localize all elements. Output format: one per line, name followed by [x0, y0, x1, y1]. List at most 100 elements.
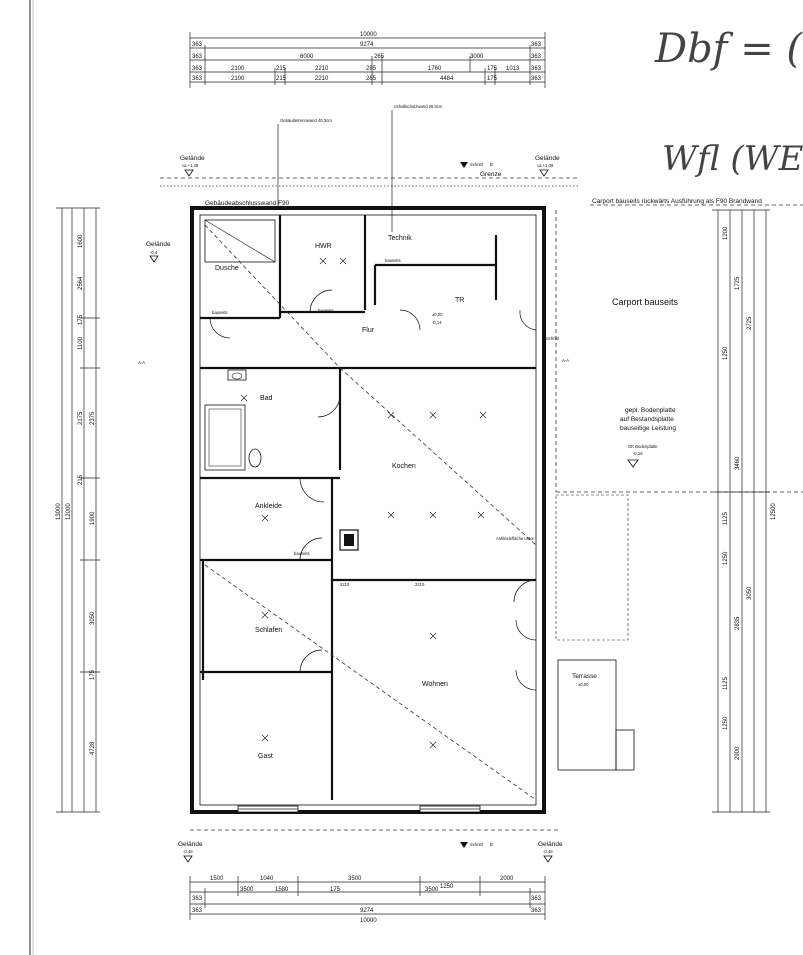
value-gelaende-bottom-right: -0,48 [543, 849, 553, 854]
dim-top-row3-c: 2210 [315, 76, 329, 82]
interior-walls [200, 215, 536, 800]
dim-inner-2210b: 2210 [415, 582, 425, 587]
dim-left-seg-8: 3050 [90, 611, 96, 625]
dim-right-seg-8: 3050 [747, 586, 753, 600]
dim-right-seg-2: 2725 [747, 316, 753, 330]
diagonal-line-2 [204, 564, 537, 801]
building-outline [190, 206, 546, 814]
note-bauseits-1: bauseits [212, 310, 228, 315]
dim-right-seg-7: 2835 [735, 616, 741, 630]
dim-left-seg-10: 4728 [90, 741, 96, 755]
dim-top-end-right: 363 [531, 42, 542, 48]
dim-right-seg-10: 1250 [723, 716, 729, 730]
dim-left-seg-6: 1900 [90, 511, 96, 525]
label-gelaende-bottom-right: Gelände [538, 841, 563, 848]
dim-right-seg-4: 3460 [735, 456, 741, 470]
level-flur: -0,14 [432, 320, 442, 325]
dim-right-seg-6: 1250 [723, 551, 729, 565]
label-f90-wall: Gebäudeabschlusswand F90 [205, 200, 290, 207]
dim-top-end-right-4: 363 [531, 76, 542, 82]
dim-top-end-left: 363 [192, 42, 203, 48]
label-schnitt-b-bottom-id: B [490, 842, 493, 847]
dim-bottom-row1-a: 1500 [210, 876, 224, 882]
dim-right-seg-9: 1125 [723, 676, 729, 690]
label-bodenplatte-1: gepl. Bodenplatte [625, 407, 676, 414]
dim-top-row2-c: 2210 [315, 66, 329, 72]
label-schnitt-b-top: Schnitt [470, 162, 484, 167]
value-gelaende-left: -0,4 [150, 250, 158, 255]
level-tr: ±0,00 [432, 312, 443, 317]
dim-top-row2-g: 1013 [506, 66, 520, 72]
site-notes-bottom: Gelände -0,48 Gelände -0,48 Schnitt B [178, 829, 563, 863]
room-label-gast: Gast [258, 753, 273, 760]
dim-top-row2-d: 285 [366, 66, 377, 72]
dim-top-row1-b: 265 [374, 54, 385, 60]
dim-top-row3-f: 175 [487, 76, 498, 82]
dim-top-end-left-4: 363 [192, 76, 203, 82]
dim-left-seg-7: 2375 [90, 411, 96, 425]
dim-left-total: 12000 [66, 503, 72, 520]
diagonal-line-3 [204, 224, 341, 369]
label-schnitt-a-right-id: A-A [562, 358, 569, 363]
label-ok-bodenplatte: OK Bodenplatte [628, 444, 658, 449]
dim-top-row1-a: 6000 [300, 54, 314, 60]
handwritten-note-2: Wfl (WE [662, 139, 803, 179]
door-swings [209, 289, 537, 691]
note-ankleide: Ankleidefläche unter [496, 536, 535, 541]
label-gelaende-top-right: Gelände [535, 155, 560, 162]
dim-top-inner: 9274 [360, 42, 374, 48]
dim-left-seg-0: 1600 [78, 234, 84, 248]
dim-right-seg-3: 1250 [723, 346, 729, 360]
dim-top-end-right-3: 363 [531, 66, 542, 72]
note-bauseits-2: bauseits [318, 308, 334, 313]
note-bauseits-3: bauseits [385, 258, 401, 263]
dimension-chain-right: 1200 1725 2725 1250 3460 1125 1250 2835 … [712, 209, 777, 813]
bathroom-fixtures [204, 219, 359, 551]
dim-bottom-total: 10000 [360, 918, 377, 924]
dim-bottom-row1-d: 1250 [440, 884, 454, 890]
room-label-dusche: Dusche [215, 265, 239, 272]
dim-right-seg-5: 1125 [723, 511, 729, 525]
site-boundary-top: Grenze Gelände ca.+1,38 Gelände ca.+1,09… [160, 104, 803, 232]
label-bodenplatte-2: auf Bestandsplatte [620, 416, 674, 423]
diagonal-line-1 [339, 367, 537, 546]
label-wall-note-a: Gebäudetrennwand 40,3cm [280, 118, 332, 123]
dim-bottom-end-right: 363 [531, 896, 542, 902]
label-terrasse: Terrasse [572, 673, 597, 680]
dim-top-row3-a: 2100 [231, 76, 245, 82]
dimension-chain-top: 10000 9274 363 363 363 363 6000 265 3000… [189, 32, 546, 88]
carport-area: Carport bauseits gepl. Bodenplatte auf B… [546, 210, 803, 771]
dim-left-seg-3: 1100 [78, 336, 84, 350]
handwritten-note-1: Dbf = ( [654, 26, 803, 72]
room-label-wohnen: Wohnen [422, 681, 448, 688]
dim-top-row2-f: 175 [487, 66, 498, 72]
value-ok-bodenplatte: -0,16 [633, 451, 643, 456]
room-label-schlafen: Schlafen [255, 627, 282, 634]
dim-inner-2210: 2210 [340, 582, 350, 587]
dim-top-end-left-3: 363 [192, 66, 203, 72]
label-carport-note: Carport bauseits rückwärts Ausführung al… [592, 198, 762, 205]
label-carport: Carport bauseits [612, 297, 679, 307]
dimension-chain-left: 13000 12000 1600 2564 175 1100 2175 215 … [56, 207, 100, 813]
value-gelaende-bottom-left: -0,48 [183, 849, 193, 854]
dim-bottom-row1-e: 2000 [500, 876, 514, 882]
ceiling-light-markers [240, 257, 487, 749]
dim-right-seg-0: 1200 [723, 226, 729, 240]
dim-left-overall: 13000 [56, 503, 62, 520]
dim-left-seg-4: 2175 [78, 411, 84, 425]
label-schnitt-b-top-id: B [490, 162, 493, 167]
dim-bottom-end-left-2: 363 [192, 908, 203, 914]
note-bauseits-4: bauseits [294, 551, 310, 556]
dim-bottom-end-right-2: 363 [531, 908, 542, 914]
dim-top-row2-b: 215 [276, 66, 287, 72]
dimension-chain-bottom: 1500 1040 3500 1250 2000 363 3500 1580 1… [189, 876, 546, 924]
value-terrasse: ±0,00 [578, 682, 589, 687]
dim-top-end-right-2: 363 [531, 54, 542, 60]
dim-top-row2-a: 2100 [231, 66, 245, 72]
label-wall-note-b: Schallschutzwand 26,5cm [394, 104, 443, 109]
label-schnitt-a-left: A-A [138, 360, 145, 365]
dim-bottom-row2-c: 175 [330, 887, 341, 893]
dim-top-row3-b: 215 [276, 76, 287, 82]
dim-right-seg-11: 2900 [735, 746, 741, 760]
